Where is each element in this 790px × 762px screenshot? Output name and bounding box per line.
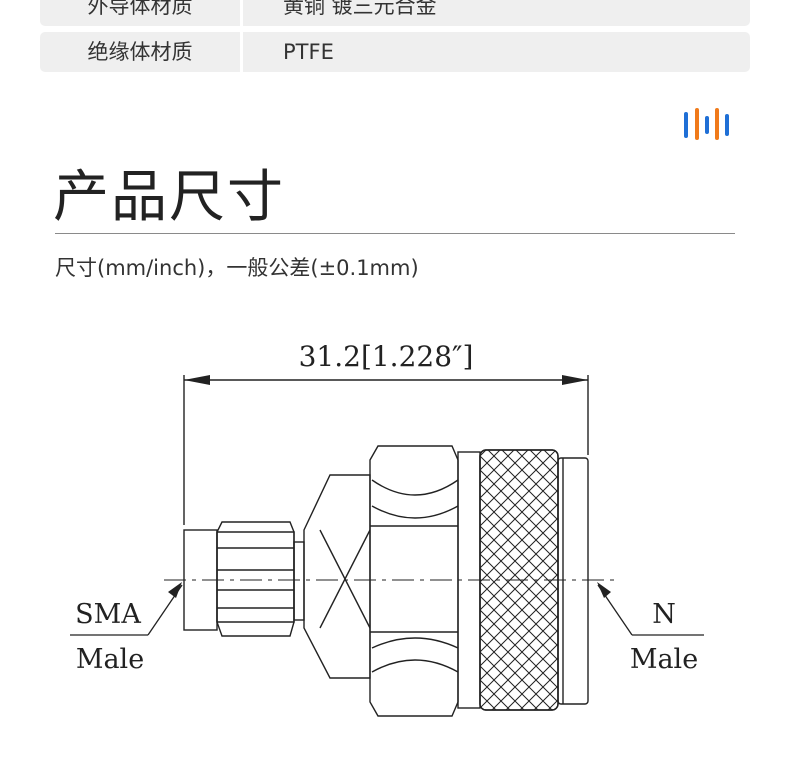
brand-logo-icon <box>684 108 729 140</box>
title-divider <box>55 233 735 234</box>
spec-label: 绝缘体材质 <box>87 40 193 64</box>
spec-label: 外导体材质 <box>87 0 193 18</box>
right-end-type: N <box>652 599 676 630</box>
spec-value: 黄铜 镀三元合金 <box>283 0 437 18</box>
dimension-label: 31.2[1.228″] <box>299 340 474 373</box>
spec-row-insulator: 绝缘体材质 PTFE <box>40 32 750 72</box>
spec-divider <box>240 32 243 72</box>
dimension-drawing: 31.2[1.228″] SMA Male N Male <box>70 340 704 717</box>
spec-divider <box>240 0 243 26</box>
spec-row-outer-conductor: 外导体材质 黄铜 镀三元合金 <box>40 0 750 26</box>
page-title: 产品尺寸 <box>53 165 285 230</box>
dimension-note: 尺寸(mm/inch)，一般公差(±0.1mm) <box>55 256 419 280</box>
left-end-type: SMA <box>75 599 141 630</box>
left-end-gender: Male <box>76 644 144 675</box>
spec-value: PTFE <box>283 40 334 64</box>
right-end-gender: Male <box>630 644 698 675</box>
